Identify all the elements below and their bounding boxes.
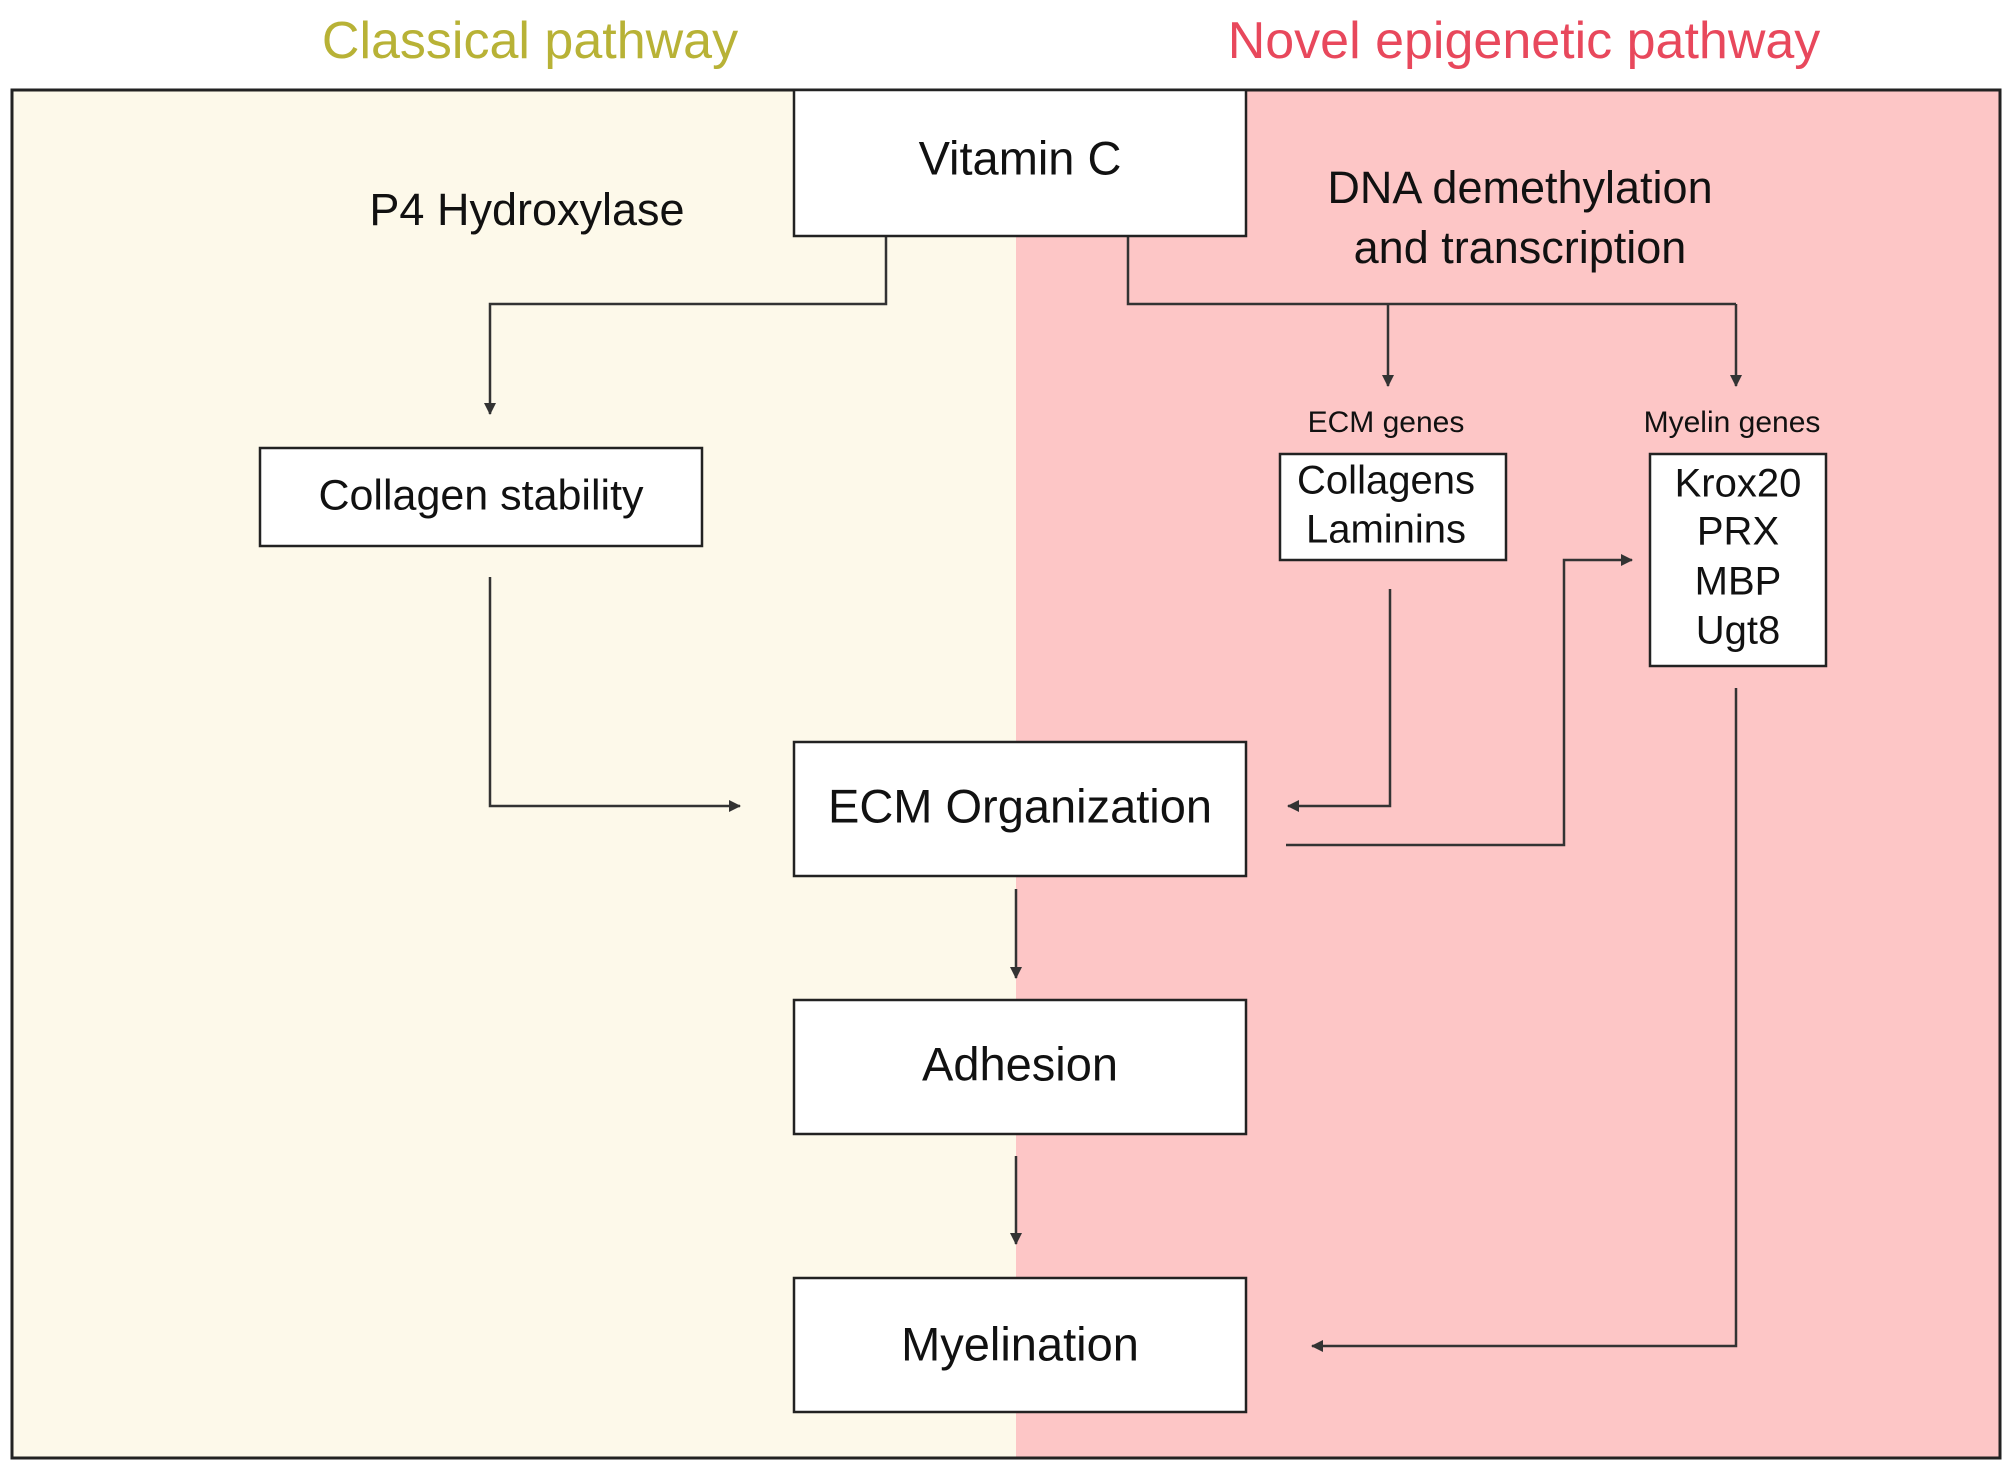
myelin-gene-prx: PRX bbox=[1697, 510, 1779, 554]
myelination-box bbox=[792, 1276, 1248, 1414]
myelin-genes-box bbox=[1648, 452, 1828, 668]
ecm-organization-box bbox=[792, 740, 1248, 878]
collagen-stability-label: Collagen stability bbox=[318, 471, 644, 519]
transcription-label: and transcription bbox=[1354, 222, 1687, 273]
myelination-label: Myelination bbox=[901, 1317, 1139, 1370]
ecm-genes-box bbox=[1278, 452, 1508, 562]
ecm-gene-laminins: Laminins bbox=[1306, 508, 1466, 552]
arrow-ecm-organization-to-myelin-genes bbox=[1286, 554, 1633, 847]
p4-hydroxylase-label: P4 Hydroxylase bbox=[369, 184, 684, 235]
arrow-vitaminc-to-collagen-stability bbox=[484, 236, 888, 415]
collagen-stability-box bbox=[258, 446, 704, 548]
adhesion-label: Adhesion bbox=[922, 1037, 1118, 1090]
dna-demethylation-label: DNA demethylation bbox=[1327, 162, 1712, 213]
adhesion-box bbox=[792, 998, 1248, 1136]
connector-vitaminc-to-genes bbox=[1126, 236, 1736, 306]
vitamin-c-label: Vitamin C bbox=[919, 131, 1122, 184]
myelin-gene-ugt8: Ugt8 bbox=[1696, 609, 1781, 653]
arrow-collagen-stability-to-ecm-organization bbox=[488, 577, 741, 812]
classical-pathway-title: Classical pathway bbox=[322, 12, 738, 70]
myelin-gene-mbp: MBP bbox=[1695, 560, 1782, 604]
vitamin-c-box bbox=[792, 88, 1248, 238]
epigenetic-pathway-title: Novel epigenetic pathway bbox=[1228, 12, 1821, 70]
myelin-genes-label: Myelin genes bbox=[1644, 406, 1821, 439]
arrow-ecm-genes-to-ecm-organization bbox=[1287, 589, 1392, 812]
ecm-gene-collagens: Collagens bbox=[1297, 459, 1475, 503]
arrow-myelin-genes-to-myelination bbox=[1311, 688, 1738, 1352]
ecm-genes-label: ECM genes bbox=[1308, 406, 1465, 439]
myelin-gene-krox20: Krox20 bbox=[1675, 462, 1802, 506]
ecm-organization-label: ECM Organization bbox=[828, 779, 1212, 832]
